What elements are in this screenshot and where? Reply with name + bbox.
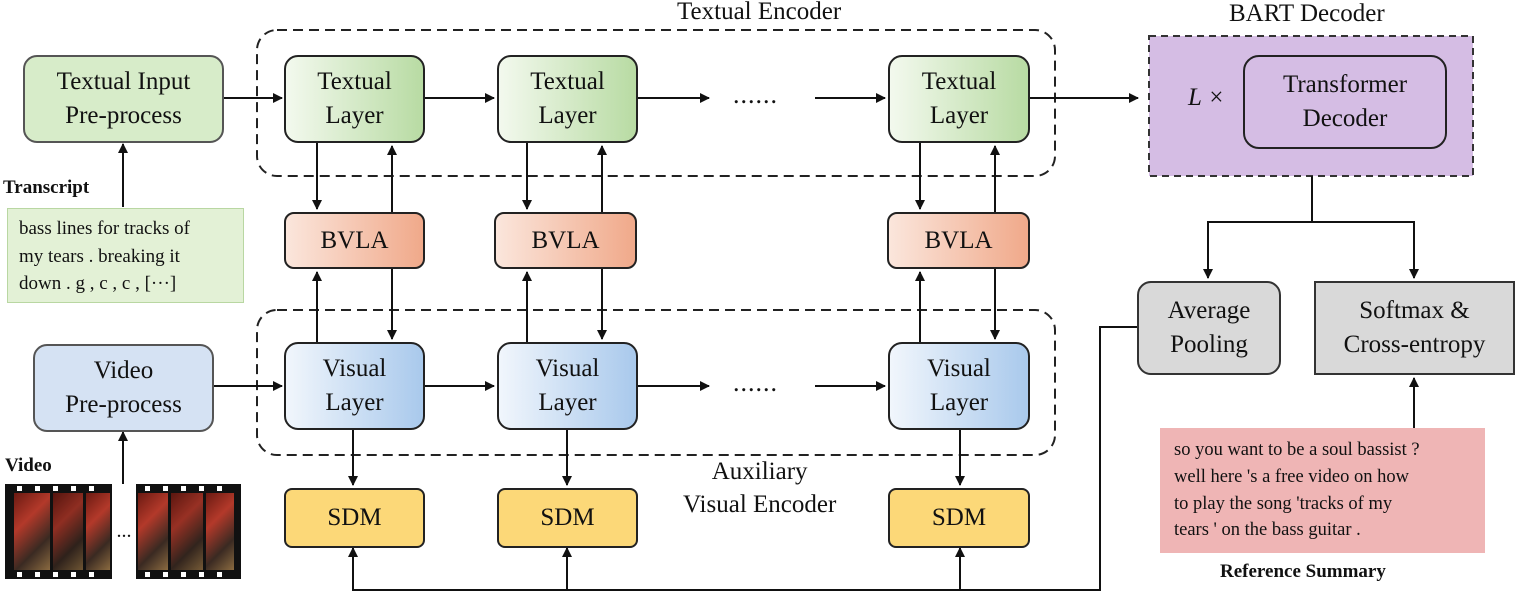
aux-encoder-title: Auxiliary Visual Encoder — [683, 458, 837, 518]
textual-layer-n: Textual Layer — [888, 55, 1030, 143]
film-ellipsis: ... — [112, 484, 136, 579]
sdm-box-n: SDM — [888, 488, 1030, 548]
layer-multiplier: L × — [1188, 84, 1225, 111]
visual-layer-2: Visual Layer — [497, 342, 638, 430]
reference-summary-text: so you want to be a soul bassist ? well … — [1160, 428, 1485, 553]
video-label: Video — [5, 455, 52, 476]
bvla-box-n: BVLA — [887, 212, 1030, 269]
visual-layer-n: Visual Layer — [888, 342, 1030, 430]
bvla-box-2: BVLA — [494, 212, 637, 269]
textual-layer-1: Textual Layer — [284, 55, 425, 143]
video-preprocess-box: Video Pre-process — [33, 344, 214, 432]
sdm-box-2: SDM — [497, 488, 638, 548]
transcript-label: Transcript — [3, 177, 90, 198]
softmax-cross-entropy-box: Softmax & Cross-entropy — [1314, 281, 1515, 375]
reference-summary-label: Reference Summary — [1220, 561, 1386, 582]
visual-dots: ...... — [733, 368, 778, 397]
bart-decoder-title: BART Decoder — [1229, 0, 1385, 27]
sdm-box-1: SDM — [284, 488, 425, 548]
aux-encoder-frame — [256, 309, 1056, 456]
transformer-decoder-box: Transformer Decoder — [1243, 55, 1447, 149]
textual-dots: ...... — [733, 80, 778, 109]
textual-encoder-title: Textual Encoder — [677, 0, 842, 25]
visual-layer-1: Visual Layer — [284, 342, 425, 430]
video-filmstrip-image: ... — [5, 484, 241, 579]
average-pooling-box: Average Pooling — [1137, 281, 1281, 375]
textual-encoder-frame — [256, 29, 1056, 177]
textual-layer-2: Textual Layer — [497, 55, 638, 143]
transcript-text: bass lines for tracks of my tears . brea… — [7, 208, 244, 303]
bvla-box-1: BVLA — [284, 212, 425, 269]
textual-input-preprocess-box: Textual Input Pre-process — [23, 55, 224, 143]
